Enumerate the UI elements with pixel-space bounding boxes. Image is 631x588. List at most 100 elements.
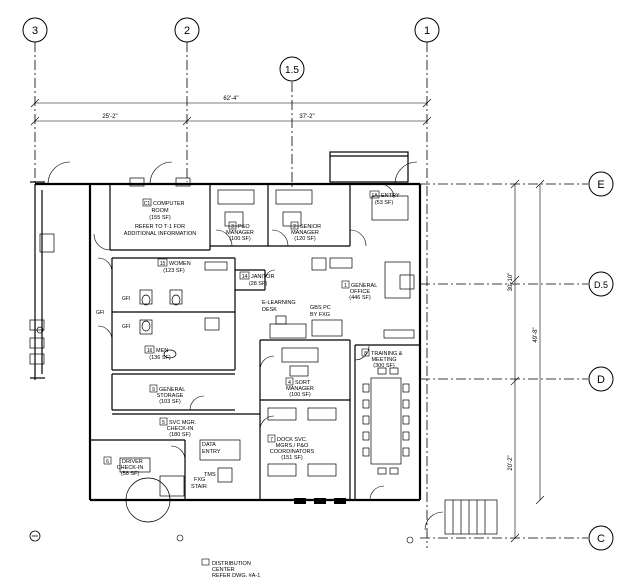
horizontal-dimensions: 62'-4" 25'-2" 37'-2" [30, 96, 432, 126]
room-number: 1A [371, 193, 378, 199]
room-name: TRAINING & [371, 351, 403, 357]
door-swings [47, 161, 395, 501]
grid-label: 3 [32, 25, 38, 37]
note-data-entry: ENTRY [202, 449, 221, 455]
grid-label: 2 [184, 25, 190, 37]
room-name: GENERAL [351, 283, 377, 289]
room-area: (100 SF) [289, 392, 311, 398]
room-label-po-manager: 3 P&O MANAGER (100 SF) [226, 221, 254, 242]
room-name: COMPUTER [153, 201, 185, 207]
room-name-2: MANAGER [291, 230, 319, 236]
note-fxg: STAIR [191, 484, 207, 490]
room-number: C1 [144, 201, 151, 207]
room-area: (123 SF) [163, 268, 185, 274]
footer-line1: DISTRIBUTION [212, 561, 251, 567]
room-name: GENERAL [159, 387, 185, 393]
room-area: (53 SF) [375, 200, 394, 206]
room-name-2: MANAGER [226, 230, 254, 236]
grid-bubble-row-d: D [588, 366, 614, 392]
vertical-dimensions: 30'-10" 20'-2" 49'-8" [508, 179, 545, 543]
grid-label: D.5 [594, 280, 608, 290]
dim-right-upper: 30'-10" [508, 273, 514, 292]
dim-left-span: 25'-2" [102, 114, 117, 120]
room-number: 3 [231, 224, 234, 230]
dim-right-span: 37'-2" [299, 114, 314, 120]
room-number: 9 [152, 387, 155, 393]
note-gfi: GFI [96, 310, 104, 316]
room-label-senior-manager: 2 SENIOR MANAGER (120 SF) [290, 221, 321, 242]
room-name: DOCK SVC. [277, 437, 308, 443]
grid-bubble-row-e: E [588, 171, 614, 197]
note: REFER TO T-1 FOR [135, 224, 185, 230]
room-name: ENTRY [381, 193, 400, 199]
room-area: (58 SF) [121, 471, 140, 477]
room-label-training: 8 TRAINING & MEETING (300 SF) [361, 348, 403, 369]
room-label-storage: 9 GENERAL STORAGE (103 SF) [149, 384, 185, 405]
footer-line2: CENTER [212, 567, 235, 573]
note-gfi: GFI [122, 296, 130, 302]
plan-notes: E-LEARNING DESK GBS PC BY FXG DATA ENTRY… [96, 296, 331, 490]
room-area: (300 SF) [373, 363, 395, 369]
room-number: 7 [270, 437, 273, 443]
room-name-2: ROOM [151, 208, 169, 214]
note-fxg: FXG [194, 477, 205, 483]
room-label-computer: C1 COMPUTER ROOM (155 SF) REFER TO T-1 F… [124, 198, 196, 237]
room-number: 5 [162, 420, 165, 426]
room-number: 14 [242, 274, 248, 280]
room-name: MEN [156, 348, 168, 354]
grid-bubble-col-2: 2 [174, 17, 200, 43]
room-name-2: MGRS./ P&O [276, 443, 309, 449]
room-name-2: CHECK-IN [117, 465, 144, 471]
room-number: 6 [106, 459, 109, 465]
room-label-women: 15 WOMEN (123 SF) [157, 258, 191, 274]
room-number: 2 [293, 224, 296, 230]
footer-reference: DISTRIBUTION CENTER REFER DWG. #A-1 [201, 558, 260, 579]
room-number: 1 [344, 283, 347, 289]
room-number: 4 [288, 380, 291, 386]
room-name: SORT [295, 380, 311, 386]
room-label-janitor: 14 JANITOR (28 SF) [239, 271, 274, 287]
room-area: (28 SF) [249, 281, 268, 287]
note-elearning: DESK [262, 307, 277, 313]
grid-bubble-row-c: C [588, 525, 614, 551]
exterior-walls [30, 181, 422, 502]
grid-bubble-col-1-5: 1.5 [279, 56, 305, 82]
grid-bubble-col-3: 3 [22, 17, 48, 43]
room-area: (151 SF) [281, 455, 303, 461]
room-number: 16 [147, 348, 153, 354]
room-area: (136 SF) [149, 355, 171, 361]
room-name: SVC MGR. [169, 420, 197, 426]
room-area: (155 SF) [149, 215, 171, 221]
room-name: WOMEN [169, 261, 191, 267]
room-number: 15 [160, 261, 166, 267]
note-gbs: BY FXG [310, 312, 330, 318]
row-grid-lines [420, 183, 588, 539]
grid-label: E [597, 179, 604, 191]
note-data-entry: DATA [202, 442, 216, 448]
room-area: (100 SF) [229, 236, 251, 242]
grid-label: 1.5 [285, 65, 299, 76]
fixtures [29, 177, 498, 544]
note-gbs: GBS PC [310, 305, 331, 311]
room-area: (180 SF) [169, 432, 191, 438]
room-name-2: MANAGER [286, 386, 314, 392]
grid-bubble-row-d5: D.5 [588, 271, 614, 297]
room-label-driver: 6 DRIVER CHECK-IN (58 SF) [103, 456, 144, 477]
grid-label: D [597, 374, 605, 386]
room-name-2: OFFICE [350, 289, 370, 295]
dim-right-lower: 20'-2" [508, 455, 514, 470]
room-name-2: STORAGE [157, 393, 184, 399]
grid-label: 1 [424, 25, 430, 37]
note: ADDITIONAL INFORMATION [124, 231, 196, 237]
dim-right-total: 49'-8" [533, 327, 539, 342]
grid-bubble-col-1: 1 [414, 17, 440, 43]
room-label-general-office: 1 GENERAL OFFICE (446 SF) [341, 280, 377, 301]
room-name-2: MEETING [371, 357, 396, 363]
note-tms: TMS [204, 472, 216, 478]
room-name: SENIOR [300, 224, 321, 230]
room-label-dock-svc: 7 DOCK SVC. MGRS./ P&O COORDINATORS (151… [267, 434, 315, 461]
note-gfi: GFI [122, 324, 130, 330]
room-label-entry: 1A ENTRY (53 SF) [369, 190, 400, 206]
room-name: DRIVER [122, 459, 143, 465]
interior-walls [90, 184, 420, 500]
